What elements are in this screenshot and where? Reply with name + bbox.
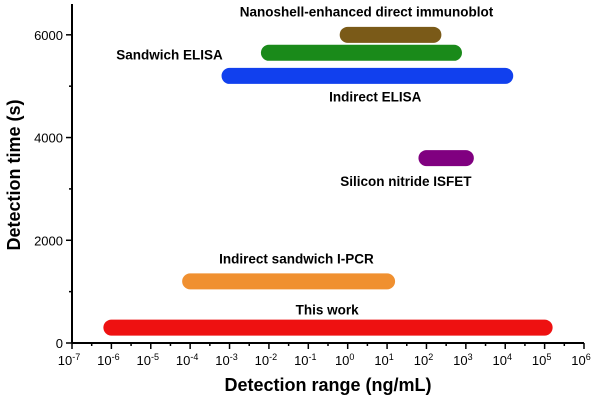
range-bar <box>339 26 442 43</box>
range-label: Nanoshell-enhanced direct immunoblot <box>240 5 494 20</box>
x-tick-label: 10-3 <box>215 352 237 368</box>
x-tick-label: 106 <box>571 352 590 368</box>
x-tick-label: 10-2 <box>255 352 277 368</box>
x-tick-label: 105 <box>532 352 551 368</box>
range-bar <box>221 67 514 84</box>
x-tick-label: 103 <box>453 352 472 368</box>
x-tick-label: 10-4 <box>176 352 198 368</box>
range-bar <box>418 150 474 167</box>
range-label: This work <box>296 303 360 318</box>
range-bar <box>103 319 553 336</box>
y-axis-title: Detection time (s) <box>4 99 24 250</box>
range-label: Silicon nitride ISFET <box>340 174 472 189</box>
y-tick-label: 4000 <box>34 131 63 146</box>
x-tick-label: 10-1 <box>294 352 316 368</box>
y-tick-label: 0 <box>56 336 63 351</box>
y-ticks: 0 2000 4000 6000 <box>34 28 72 351</box>
range-label: Indirect ELISA <box>329 89 422 104</box>
y-tick-label: 2000 <box>34 233 63 248</box>
x-tick-label: 100 <box>335 352 354 368</box>
x-ticks: 10-7 10-6 10-5 10-4 10-3 10-2 10-1 100 101 102 103… <box>58 343 591 368</box>
range-bar <box>260 44 462 61</box>
x-tick-label: 102 <box>414 352 433 368</box>
range-bars <box>103 26 553 336</box>
x-tick-label: 10-7 <box>58 352 80 368</box>
x-tick-label: 101 <box>374 352 393 368</box>
range-label: Sandwich ELISA <box>116 47 223 62</box>
range-bar <box>182 273 396 290</box>
range-label: Indirect sandwich I-PCR <box>219 251 374 266</box>
range-labels: This work Indirect sandwich I-PCR Silicon … <box>116 5 493 318</box>
x-tick-label: 10-6 <box>97 352 119 368</box>
x-tick-label: 104 <box>492 352 511 368</box>
x-tick-label: 10-5 <box>137 352 159 368</box>
x-axis-title: Detection range (ng/mL) <box>224 375 431 395</box>
y-tick-label: 6000 <box>34 28 63 43</box>
